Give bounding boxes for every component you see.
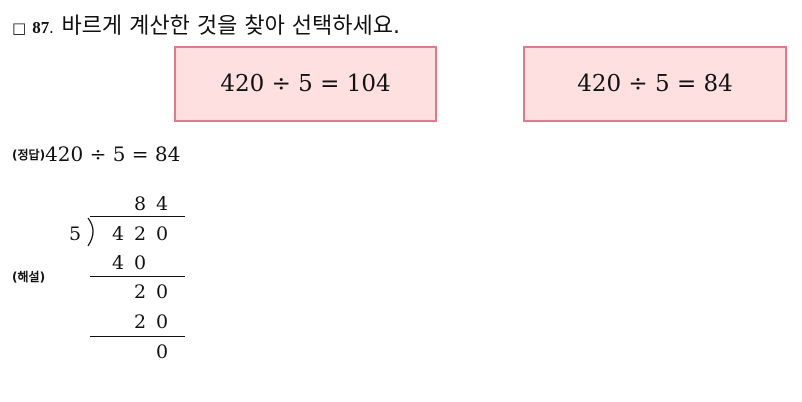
division-bracket-icon: [87, 217, 94, 247]
subtract-digit: 0: [155, 311, 169, 333]
dividend-row: 5 4 2 0: [0, 217, 802, 247]
choice-option-1-label: 420 ÷ 5 = 104: [220, 71, 391, 97]
subtract-line-1: [90, 276, 185, 277]
subtract-row-1: 4 0: [0, 252, 802, 274]
choice-option-1[interactable]: 420 ÷ 5 = 104: [174, 46, 437, 122]
checkbox-square-icon: □: [12, 19, 27, 37]
choice-option-2-label: 420 ÷ 5 = 84: [577, 71, 733, 97]
answer-row: (정답) 420 ÷ 5 = 84: [12, 142, 180, 166]
remainder-digit: 0: [155, 281, 169, 303]
subtract-row-2: 2 0: [0, 311, 802, 333]
subtract-digit: 2: [133, 311, 147, 333]
quotient-row: 8 4: [0, 193, 802, 215]
quotient-digit: 4: [155, 193, 169, 215]
dividend-digit: 4: [111, 223, 125, 245]
question-header: □ 87 . 바르게 계산한 것을 찾아 선택하세요.: [12, 8, 400, 40]
choice-option-2[interactable]: 420 ÷ 5 = 84: [523, 46, 787, 122]
question-number: 87: [32, 18, 50, 37]
question-number-dot: .: [49, 18, 54, 37]
explanation-label: (해설): [12, 270, 46, 284]
final-remainder: 0: [155, 341, 169, 363]
question-text: 바르게 계산한 것을 찾아 선택하세요.: [61, 14, 401, 39]
subtract-line-2: [90, 336, 185, 337]
answer-label: (정답): [12, 147, 46, 162]
remainder-digit: 2: [133, 281, 147, 303]
final-remainder-row: 0: [0, 341, 802, 363]
quotient-digit: 8: [133, 193, 147, 215]
subtract-digit: 0: [133, 252, 147, 274]
dividend-digit: 2: [133, 223, 147, 245]
divisor: 5: [68, 223, 82, 245]
answer-text: 420 ÷ 5 = 84: [45, 142, 181, 166]
remainder-row-1: 2 0: [0, 281, 802, 303]
subtract-digit: 4: [111, 252, 125, 274]
quotient-bar: [90, 216, 185, 217]
dividend-digit: 0: [155, 223, 169, 245]
